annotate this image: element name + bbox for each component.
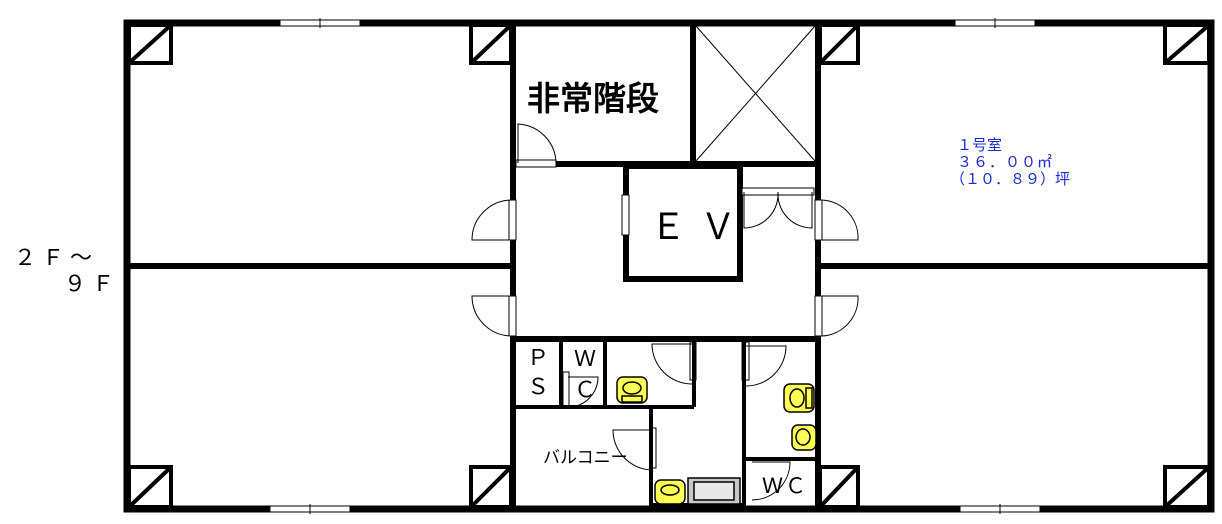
column-bottom-right: [1163, 465, 1211, 509]
floor-label-line2: ９Ｆ: [64, 272, 121, 297]
column-top-mid-left: [469, 23, 513, 65]
column-top-left: [127, 23, 173, 65]
column-bottom-mid-left: [469, 465, 513, 509]
door-wc-mid: [651, 341, 697, 385]
utility-walls: [513, 339, 818, 509]
column-bottom-left: [127, 465, 173, 509]
room-tsubo: （１０．８９）坪: [950, 170, 1071, 188]
elevator-door: [621, 194, 630, 236]
sink: [687, 477, 741, 505]
toilet-balcony: [654, 479, 686, 505]
columns: [127, 23, 1211, 509]
interior-walls: [127, 23, 1211, 509]
column-top-mid-right: [818, 23, 860, 65]
ps-label-s: Ｓ: [527, 375, 550, 400]
floor-label-line1: ２Ｆ～: [14, 246, 99, 271]
column-top-right: [1163, 23, 1211, 65]
door-stairs: [515, 123, 557, 168]
door-left-lower: [471, 295, 517, 337]
elevator-label: ＥＶ: [650, 207, 751, 248]
door-right-lower: [814, 295, 859, 337]
door-wc-right: [741, 341, 787, 387]
wc-small-label-w: Ｗ: [574, 347, 597, 372]
emergency-stairs-label: 非常階段: [527, 79, 659, 118]
washbasin-right: [791, 424, 817, 451]
door-corridor-double: [741, 187, 815, 229]
wc-small-label-c: Ｃ: [574, 378, 597, 403]
shaft: [695, 25, 816, 162]
toilet-right: [783, 383, 815, 413]
door-left-upper: [471, 199, 517, 241]
windows: [269, 18, 1041, 514]
column-bottom-mid-right: [818, 465, 860, 509]
ps-label-p: Ｐ: [527, 346, 550, 371]
door-wc-bottom: [751, 461, 791, 501]
wc-label: ＷＣ: [762, 474, 808, 498]
balcony-label: バルコニー: [543, 448, 628, 468]
toilet-mid: [616, 376, 648, 404]
room-area: ３６．００㎡: [957, 153, 1054, 171]
fixtures: [616, 376, 817, 505]
room-name: １号室: [957, 136, 1003, 154]
door-right-upper: [814, 199, 859, 241]
